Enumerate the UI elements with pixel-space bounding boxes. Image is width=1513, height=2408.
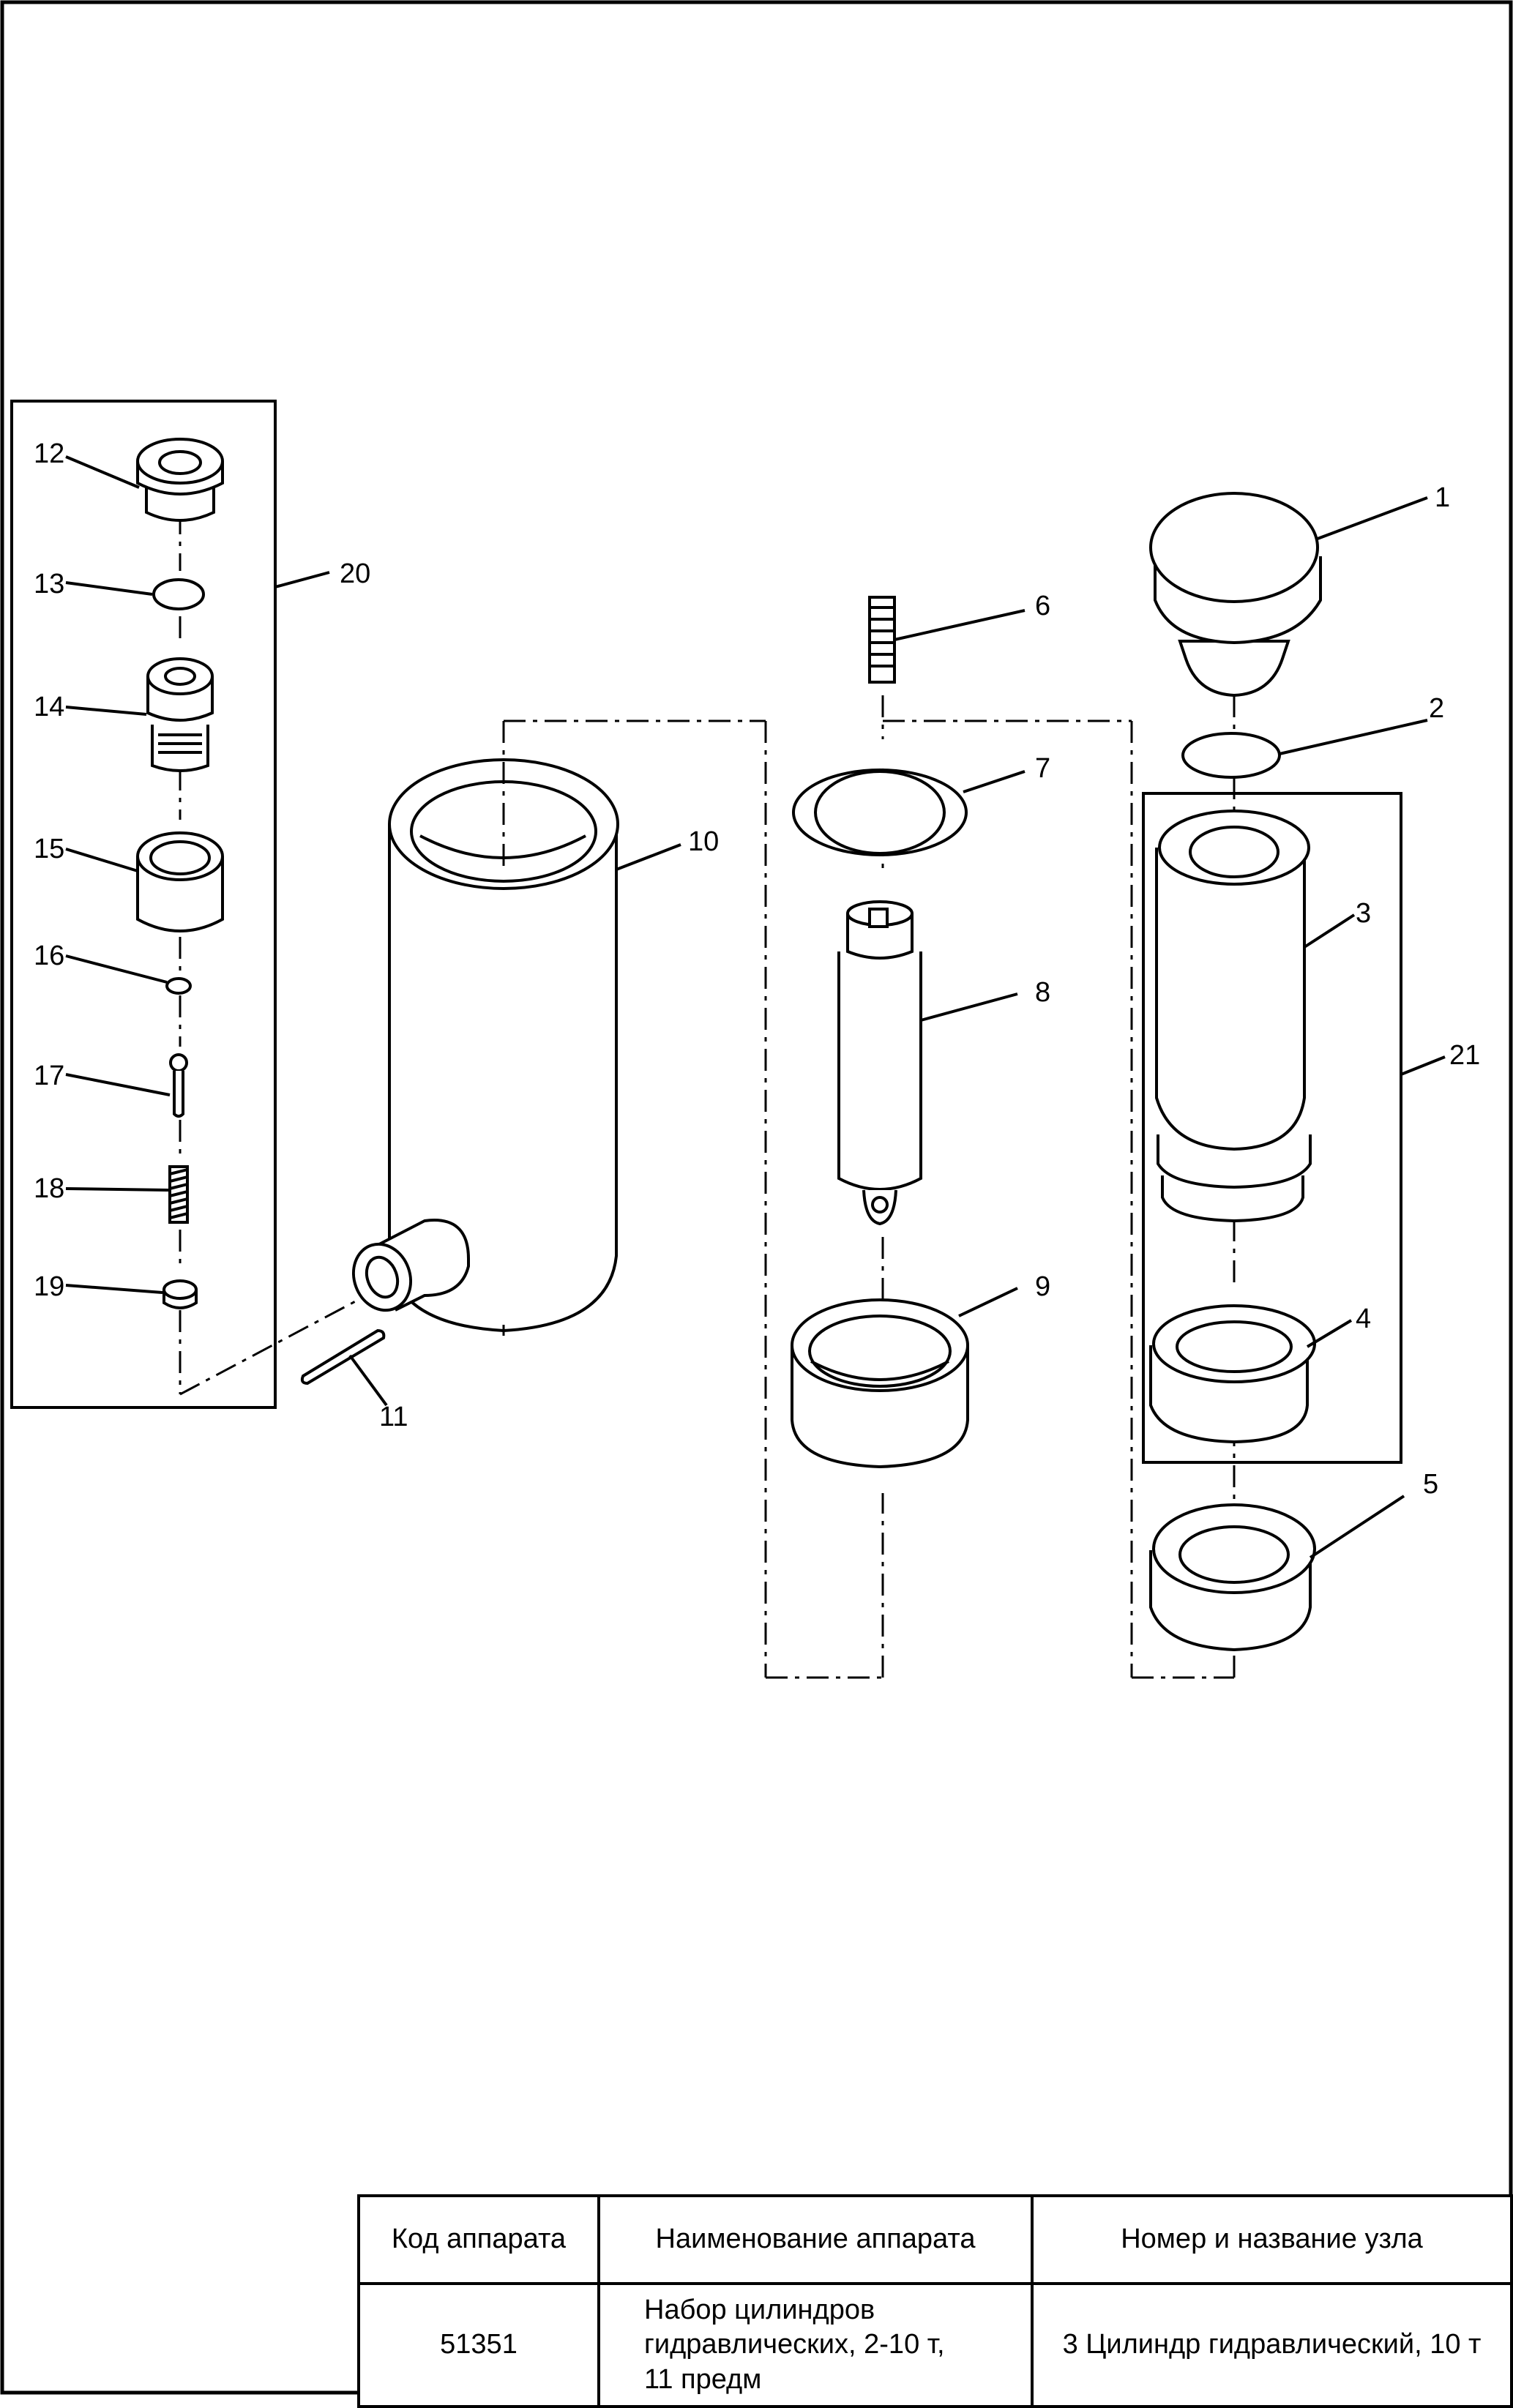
- callout-5: 5: [1423, 1469, 1438, 1500]
- value-name-line-2: гидравлических, 2-10 т,: [644, 2329, 945, 2360]
- center-axis-10: [502, 719, 884, 1679]
- header-name: Наименование аппарата: [597, 2194, 1034, 2285]
- part-13-oring: [152, 578, 205, 610]
- part-9-ring: [791, 1298, 969, 1469]
- value-code: 51351: [357, 2282, 600, 2408]
- title-block: Код аппарата Наименование аппарата Номер…: [357, 2194, 1513, 2408]
- callout-6: 6: [1035, 591, 1050, 621]
- part-1-top-cap: [1149, 492, 1322, 698]
- group-box-21: [1142, 792, 1402, 1464]
- callout-10: 10: [688, 826, 719, 857]
- part-4-ring: [1149, 1304, 1316, 1444]
- callout-labels: 1 2 3 4 5 6 7 8 9 10 11 12 13 14 15 16 1…: [34, 438, 1480, 1500]
- part-6-screw: [868, 596, 896, 684]
- callout-7: 7: [1035, 753, 1050, 784]
- callout-2: 2: [1429, 693, 1444, 724]
- callout-9: 9: [1035, 1271, 1050, 1302]
- part-3-tube: [1155, 809, 1312, 1223]
- callout-11: 11: [379, 1402, 408, 1432]
- callout-18: 18: [34, 1173, 64, 1204]
- part-2-oring: [1181, 732, 1281, 779]
- part-10-cylinder-body: [351, 758, 619, 1333]
- part-11-rod: [300, 1328, 386, 1386]
- part-18-spring: [168, 1165, 189, 1224]
- callout-17: 17: [34, 1061, 64, 1091]
- left-axis-line: [179, 512, 374, 1396]
- header-code: Код аппарата: [357, 2194, 600, 2285]
- callout-13: 13: [34, 569, 64, 599]
- callout-19: 19: [34, 1271, 64, 1302]
- callout-15: 15: [34, 834, 64, 864]
- part-8-piston: [837, 900, 922, 1226]
- value-node: 3 Цилиндр гидравлический, 10 т: [1031, 2282, 1513, 2408]
- part-19-plug: [162, 1279, 198, 1309]
- header-node: Номер и название узла: [1031, 2194, 1513, 2285]
- value-name: Набор цилиндров гидравлических, 2-10 т, …: [597, 2282, 1034, 2408]
- callout-16: 16: [34, 941, 64, 971]
- part-5-ring: [1149, 1503, 1316, 1652]
- callout-12: 12: [34, 438, 64, 469]
- part-12-cap: [136, 438, 224, 522]
- callout-14: 14: [34, 692, 64, 722]
- value-name-line-3: 11 предм: [644, 2363, 762, 2395]
- callout-1: 1: [1435, 482, 1450, 513]
- part-16-ring: [165, 977, 192, 995]
- part-17-pin: [169, 1053, 188, 1118]
- callout-20: 20: [340, 558, 370, 589]
- group-box-20: [10, 400, 277, 1409]
- callout-3: 3: [1356, 898, 1371, 929]
- part-15-bushing: [136, 831, 224, 932]
- part-14-insert: [146, 657, 214, 772]
- part-7-seal: [792, 769, 968, 856]
- callout-4: 4: [1356, 1304, 1371, 1334]
- callout-21: 21: [1449, 1040, 1480, 1071]
- callout-8: 8: [1035, 977, 1050, 1008]
- value-name-line-1: Набор цилиндров: [644, 2294, 875, 2325]
